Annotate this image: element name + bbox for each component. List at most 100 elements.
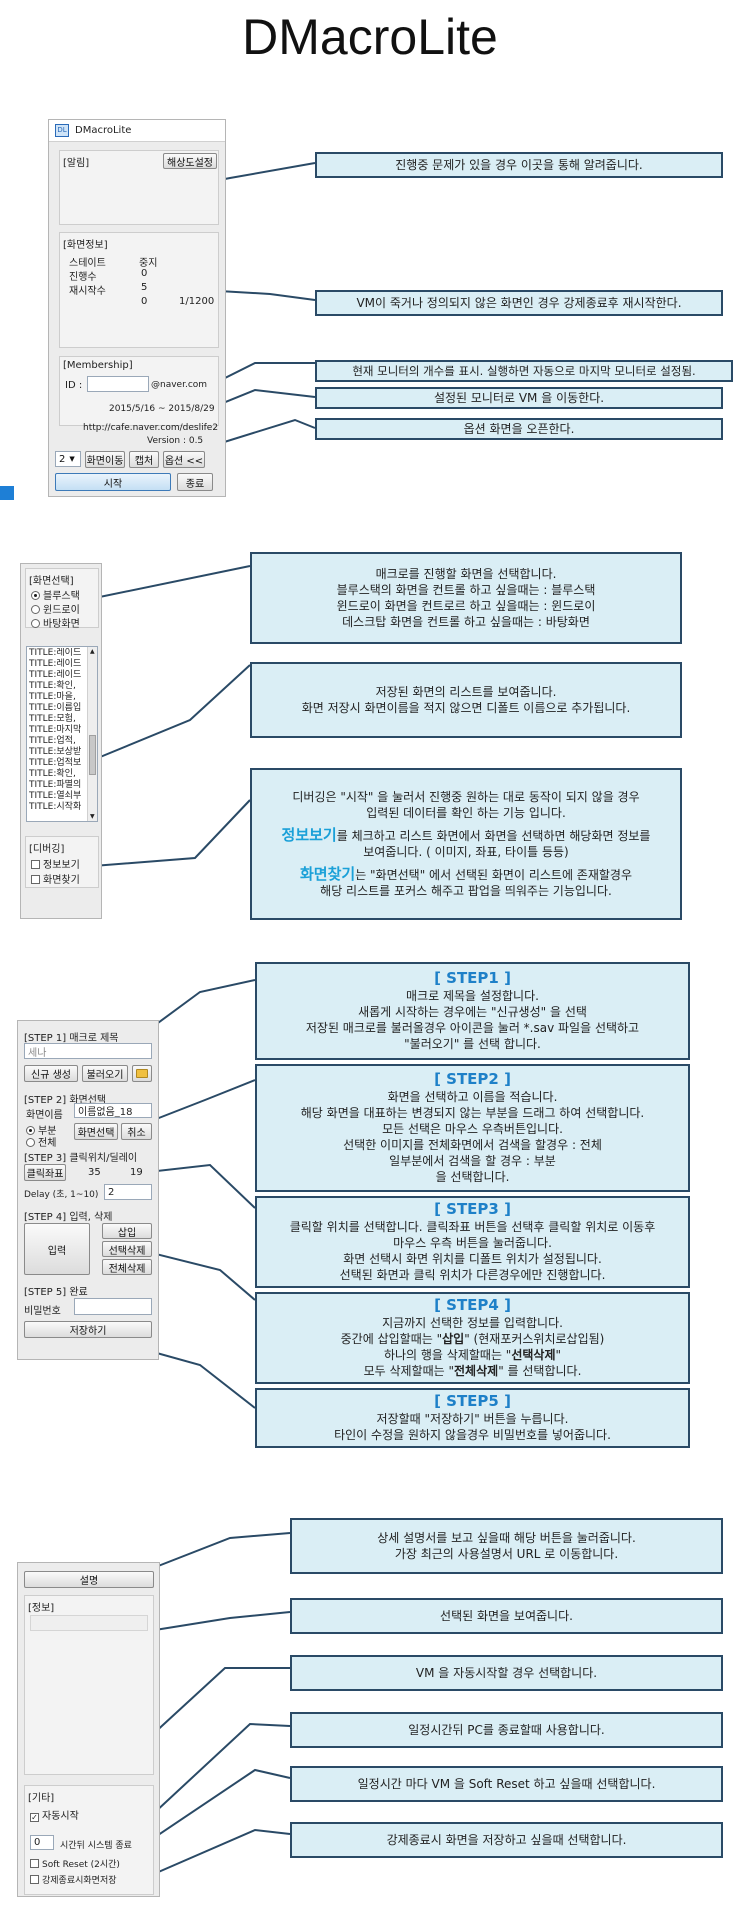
scroll-up-icon[interactable]: ▲ [90,648,95,655]
move-screen-button[interactable]: 화면이동 [85,451,125,468]
callout-line: 저장된 화면의 리스트를 보여줍니다. [375,685,557,699]
callout-line: 입력된 데이터를 확인 하는 기능 입니다. [366,806,566,820]
membership-label: [Membership] [63,360,133,371]
list-item[interactable]: TITLE:레이드 [29,659,82,669]
radio-windroy[interactable]: 윈드로이 [31,601,80,616]
list-item[interactable]: TITLE:마을, [29,692,76,702]
cafe-url[interactable]: http://cafe.naver.com/deslife2 [83,423,219,433]
window-titlebar: DL DMacroLite [49,120,225,142]
password-input[interactable] [74,1298,152,1315]
insert-button[interactable]: 삽입 [102,1223,152,1239]
callout-text: 옵션 화면을 오픈한다. [463,422,575,436]
save-button[interactable]: 저장하기 [24,1321,152,1338]
monitor-select[interactable]: 2 ▼ [55,451,81,467]
select-screen-button[interactable]: 화면선택 [74,1123,118,1140]
list-item[interactable]: TITLE:모험, [29,714,76,724]
exit-button[interactable]: 종료 [177,473,213,491]
delete-all-button[interactable]: 전체삭제 [102,1259,152,1275]
list-item[interactable]: TITLE:확인, [29,681,76,691]
radio-off [26,1138,35,1147]
list-item[interactable]: TITLE:파멸의 [29,780,82,790]
callout-text: 현재 모니터의 개수를 표시. 실행하면 자동으로 마지막 모니터로 설정됨. [352,364,696,378]
click-coord-button[interactable]: 클릭좌표 [24,1164,66,1181]
callout-line: 블루스택의 화면을 컨트롤 하고 싶을때는 : 블루스택 [336,583,596,597]
callout-manual: 상세 설명서를 보고 싶을때 해당 버튼을 눌러줍니다. 가장 최근의 사용설명… [290,1518,723,1574]
list-item[interactable]: TITLE:보상받 [29,747,82,757]
capture-button[interactable]: 캡처 [129,451,159,468]
scroll-down-icon[interactable]: ▼ [90,813,95,820]
radio-off [31,619,40,628]
list-item[interactable]: TITLE:열쇠부 [29,791,82,801]
soft-reset-check[interactable]: Soft Reset (2시간) [30,1857,120,1870]
delay-input[interactable]: 2 [104,1184,152,1200]
callout-line: 선택된 화면과 클릭 위치가 다른경우에만 진행합니다. [339,1268,606,1282]
new-macro-button[interactable]: 신규 생성 [24,1065,78,1082]
option-button[interactable]: 옵션 << [163,451,205,468]
list-scrollbar[interactable]: ▲ ▼ [87,647,97,821]
checkbox-label: Soft Reset (2시간) [42,1860,120,1870]
app-icon: DL [55,124,69,137]
list-item[interactable]: TITLE:레이드 [29,670,82,680]
check-find-screen[interactable]: 화면찾기 [31,871,80,886]
id-input[interactable] [87,376,149,392]
force-save-check[interactable]: 강제종료시화면저장 [30,1873,117,1886]
callout-step2: [ STEP2 ] 화면을 선택하고 이름을 적습니다. 해당 화면을 대표하는… [255,1064,690,1192]
radio-bluestacks[interactable]: 블루스택 [31,587,80,602]
step-panel: [STEP 1] 매크로 제목 세나 신규 생성 불러오기 [STEP 2] 화… [17,1020,159,1360]
timer-input[interactable]: 0 [30,1835,54,1850]
open-file-button[interactable] [132,1065,152,1082]
progress-label: 진행수 [69,272,97,283]
list-item[interactable]: TITLE:확인, [29,769,76,779]
callout-step3: [ STEP3 ] 클릭할 위치를 선택합니다. 클릭좌표 버튼을 선택후 클릭… [255,1196,690,1288]
scroll-thumb[interactable] [89,735,96,775]
list-item[interactable]: TITLE:업적, [29,736,76,746]
info-preview [30,1615,148,1631]
callout-line: 화면찾기는 "화면선택" 에서 선택된 화면이 리스트에 존재할경우 [300,866,632,883]
start-button[interactable]: 시작 [55,473,171,491]
callout-text: 를 체크하고 리스트 화면에서 화면을 선택하면 해당화면 정보를 [336,829,651,843]
list-item[interactable]: TITLE:이름입 [29,703,82,713]
screen-info-label: [화면정보] [63,240,108,251]
callout-text: VM이 죽거나 정의되지 않은 화면인 경우 강제종료후 재시작한다. [356,296,682,310]
checkbox-label: 강제종료시화면저장 [42,1876,117,1886]
check-icon: ✓ [30,1813,39,1822]
checkbox-label: 정보보기 [43,860,80,871]
list-item[interactable]: TITLE:업적보 [29,758,82,768]
callout-soft-reset: 일정시간 마다 VM 을 Soft Reset 하고 싶을때 선택합니다. [290,1766,723,1802]
step1-label: [STEP 1] 매크로 제목 [24,1033,119,1044]
radio-label: 블루스택 [43,591,80,602]
callout-line: 을 선택합니다. [435,1170,510,1184]
step2-label: [STEP 2] 화면선택 [24,1095,107,1106]
cancel-button[interactable]: 취소 [121,1123,152,1140]
restart-value: 5 [141,282,148,293]
check-info-view[interactable]: 정보보기 [31,856,80,871]
list-item[interactable]: TITLE:시작화 [29,802,82,812]
callout-text: " (현재포커스위치로삽입됨) [464,1332,605,1346]
macro-title-input[interactable]: 세나 [24,1043,152,1059]
callout-line: 모두 삭제할때는 "전체삭제" 를 선택합니다. [364,1363,582,1379]
callout-line: 일정시간뒤 PC를 종료할때 사용합니다. [408,1723,605,1737]
list-item[interactable]: TITLE:레이드 [29,648,82,658]
radio-partial[interactable]: 부분 [26,1122,56,1137]
callout-line: 선택된 화면을 보여줍니다. [440,1609,573,1623]
list-item[interactable]: TITLE:마지막 [29,725,82,735]
callout-line: 화면 저장시 화면이름을 적지 않으면 디폴트 이름으로 추가됩니다. [301,701,631,715]
resolution-button[interactable]: 해상도설정 [163,153,217,169]
input-button[interactable]: 입력 [24,1223,90,1275]
auto-start-check[interactable]: ✓자동시작 [30,1807,79,1822]
page-title: DMacroLite [242,9,498,65]
radio-full[interactable]: 전체 [26,1134,56,1149]
main-window: DL DMacroLite [알림] 해상도설정 [화면정보] 스테이트 중지 … [48,119,226,497]
checkbox-label: 자동시작 [42,1811,79,1822]
state-value: 중지 [139,258,158,269]
screen-name-input[interactable]: 이름없음_18 [74,1103,152,1118]
password-label: 비밀번호 [24,1306,61,1317]
delete-selected-button[interactable]: 선택삭제 [102,1241,152,1257]
callout-option: 옵션 화면을 오픈한다. [315,418,723,440]
radio-desktop[interactable]: 바탕화면 [31,615,80,630]
checkbox [30,1859,39,1868]
load-macro-button[interactable]: 불러오기 [82,1065,128,1082]
option-panel: 설명 [정보] [기타] ✓자동시작 0 시간뒤 시스템 종료 Soft Res… [17,1562,160,1897]
manual-button[interactable]: 설명 [24,1571,154,1588]
